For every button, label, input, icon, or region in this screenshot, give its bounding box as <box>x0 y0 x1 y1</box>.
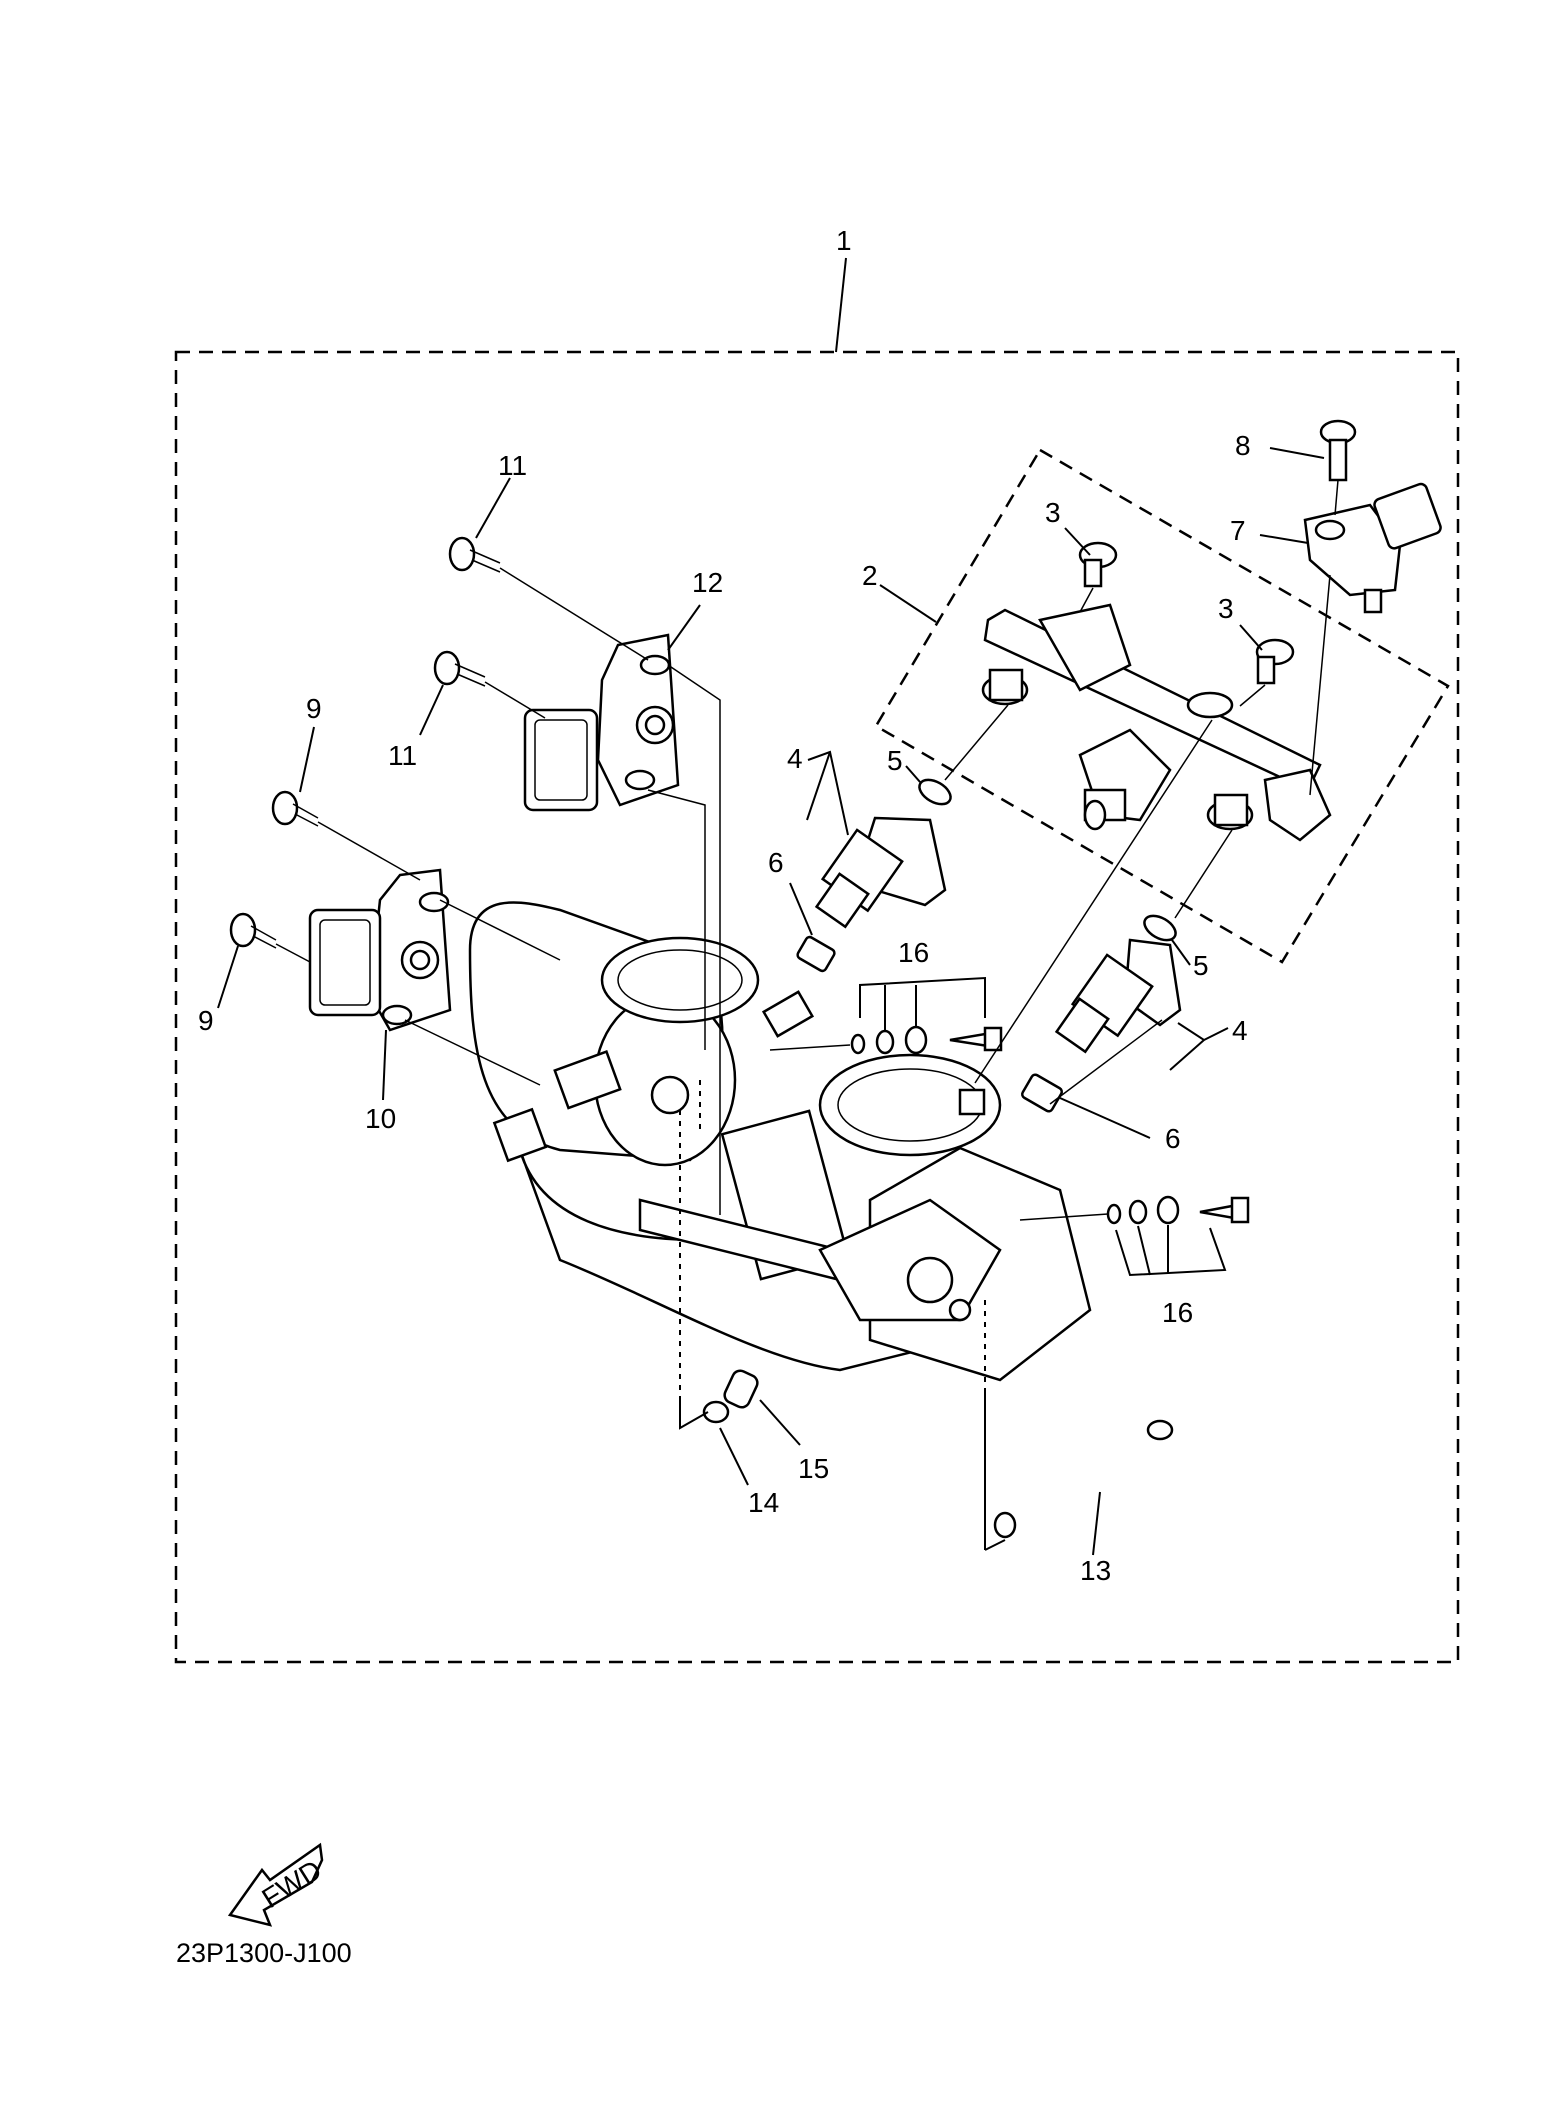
hose-13 <box>993 1419 1174 1539</box>
cap-15 <box>723 1369 759 1409</box>
screw-11-a <box>448 536 501 573</box>
screw-3-a <box>1078 541 1118 588</box>
guide-lines <box>679 1080 1006 1551</box>
callout-5: 5 <box>887 745 903 776</box>
alignment-lines <box>275 479 1339 1221</box>
callouts: 1 2 3 3 4 4 5 5 6 6 7 8 9 9 10 11 11 12 … <box>198 225 1251 1586</box>
callout-15: 15 <box>798 1453 829 1484</box>
fuel-rail-boundary <box>874 448 1450 964</box>
leader-lines <box>217 257 1325 1556</box>
callout-10: 10 <box>365 1103 396 1134</box>
injector-4-b <box>1054 938 1182 1054</box>
callout-6: 6 <box>1165 1123 1181 1154</box>
callout-11: 11 <box>498 450 527 481</box>
fwd-arrow-icon: FWD <box>227 1842 327 1927</box>
screw-3-b <box>1255 638 1295 685</box>
sensor-7 <box>1303 482 1442 614</box>
callout-2: 2 <box>862 560 878 591</box>
o-ring-5-a <box>918 778 952 806</box>
callout-16: 16 <box>898 937 929 968</box>
screw-9-b <box>229 912 277 949</box>
callout-6: 6 <box>768 847 784 878</box>
callout-16: 16 <box>1162 1297 1193 1328</box>
callout-4: 4 <box>1232 1015 1248 1046</box>
callout-9: 9 <box>306 693 322 724</box>
callout-3: 3 <box>1045 497 1061 528</box>
callout-7: 7 <box>1230 515 1246 546</box>
sensor-10 <box>308 868 452 1032</box>
assembly-boundary <box>174 350 1460 1664</box>
clip-14 <box>702 1400 730 1424</box>
seal-6-b <box>1020 1073 1064 1113</box>
callout-12: 12 <box>692 567 723 598</box>
adjust-set-16-b <box>1106 1195 1250 1225</box>
callout-5: 5 <box>1193 950 1209 981</box>
throttle-body <box>468 901 1092 1382</box>
callout-1: 1 <box>836 225 852 256</box>
sensor-12 <box>523 633 680 812</box>
o-ring-5-b <box>1143 914 1177 942</box>
callout-3: 3 <box>1218 593 1234 624</box>
fuel-rail <box>981 603 1332 842</box>
seal-6-a <box>796 935 836 973</box>
callout-14: 14 <box>748 1487 779 1518</box>
bolt-8 <box>1319 419 1357 482</box>
callout-4: 4 <box>787 743 803 774</box>
callout-11: 11 <box>388 740 417 771</box>
callout-9: 9 <box>198 1005 214 1036</box>
adjust-set-16-a <box>850 1025 1003 1055</box>
callout-13: 13 <box>1080 1555 1111 1586</box>
injector-4-a <box>814 816 947 929</box>
screw-11-b <box>433 650 486 687</box>
screw-9-a <box>271 790 319 827</box>
callout-8: 8 <box>1235 430 1251 461</box>
drawing-code: 23P1300-J100 <box>176 1938 352 1968</box>
